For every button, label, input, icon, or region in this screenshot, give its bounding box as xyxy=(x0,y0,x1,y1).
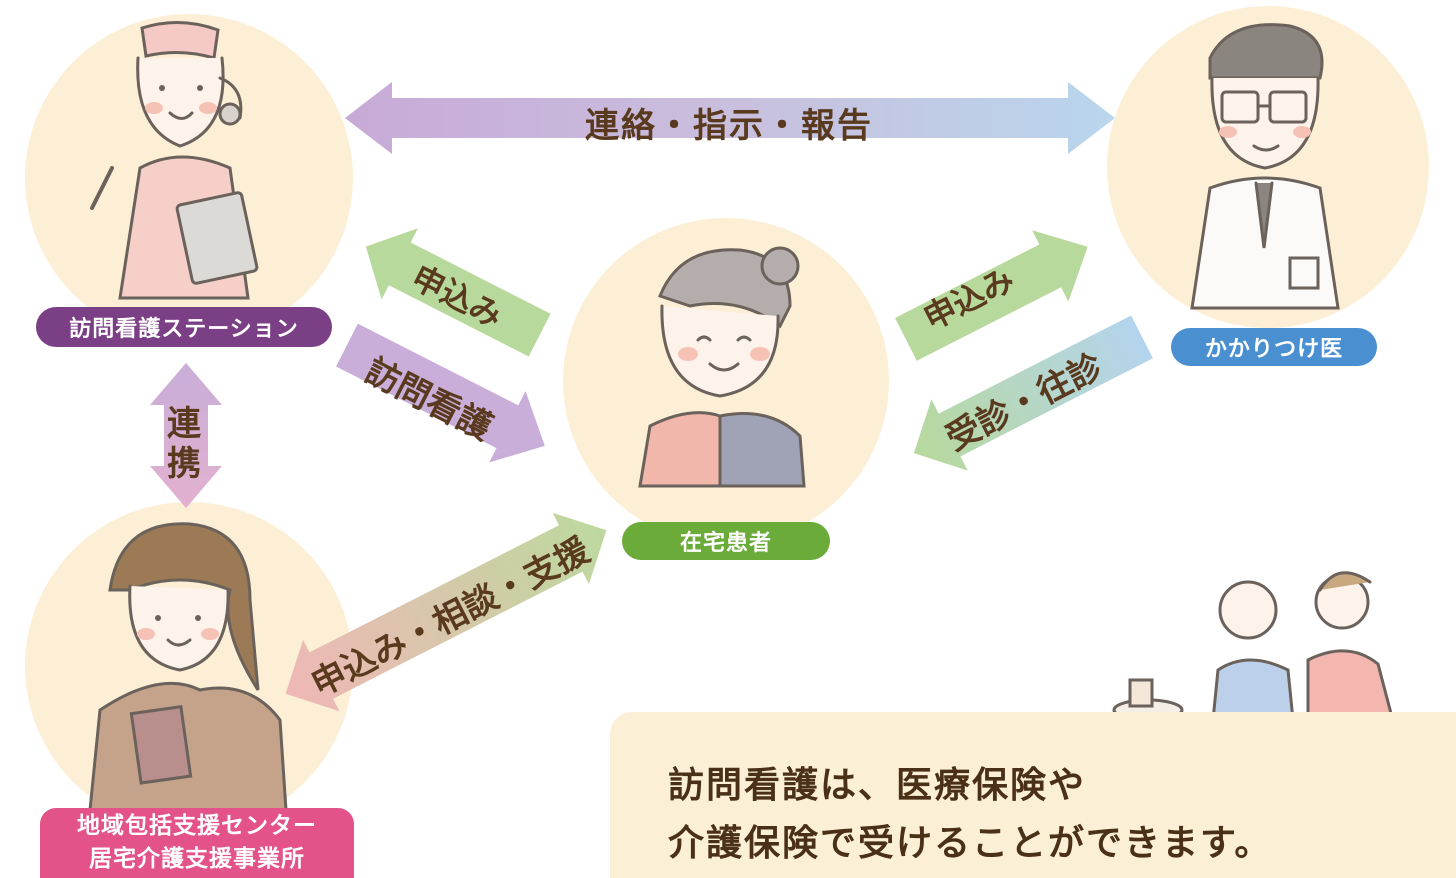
arrow-label-link-1: 連 xyxy=(167,404,201,444)
arrow-apply-to-doctor xyxy=(895,230,1088,361)
label-care-center: 地域包括支援センター 居宅介護支援事業所 xyxy=(40,808,354,878)
label-doctor: かかりつけ医 xyxy=(1171,328,1377,366)
patient-figure xyxy=(638,246,806,488)
arrow-label-link-2: 携 xyxy=(167,444,201,484)
caseworker-figure xyxy=(88,522,288,810)
note-line-2: 介護保険で受けることができます。 xyxy=(668,823,1273,864)
label-care-center-line1: 地域包括支援センター xyxy=(77,813,317,839)
arrow-label-top: 連絡・指示・報告 xyxy=(585,106,873,146)
arrow-station-center-link xyxy=(150,363,222,508)
nurse-figure xyxy=(90,20,259,300)
label-patient: 在宅患者 xyxy=(622,522,830,560)
arrow-station-doctor xyxy=(345,82,1115,154)
arrow-center-patient xyxy=(285,512,607,712)
doctor-figure xyxy=(1190,23,1340,310)
note-line-1: 訪問看護は、医療保険や xyxy=(668,765,1087,806)
arrow-consult-to-patient xyxy=(913,315,1153,471)
label-nurse-station: 訪問看護ステーション xyxy=(36,307,332,347)
arrow-visit-to-patient xyxy=(336,323,545,463)
arrow-apply-to-station xyxy=(365,228,551,357)
info-note: 訪問看護は、医療保険や 介護保険で受けることができます。 xyxy=(610,712,1456,878)
label-care-center-line2: 居宅介護支援事業所 xyxy=(89,846,305,872)
